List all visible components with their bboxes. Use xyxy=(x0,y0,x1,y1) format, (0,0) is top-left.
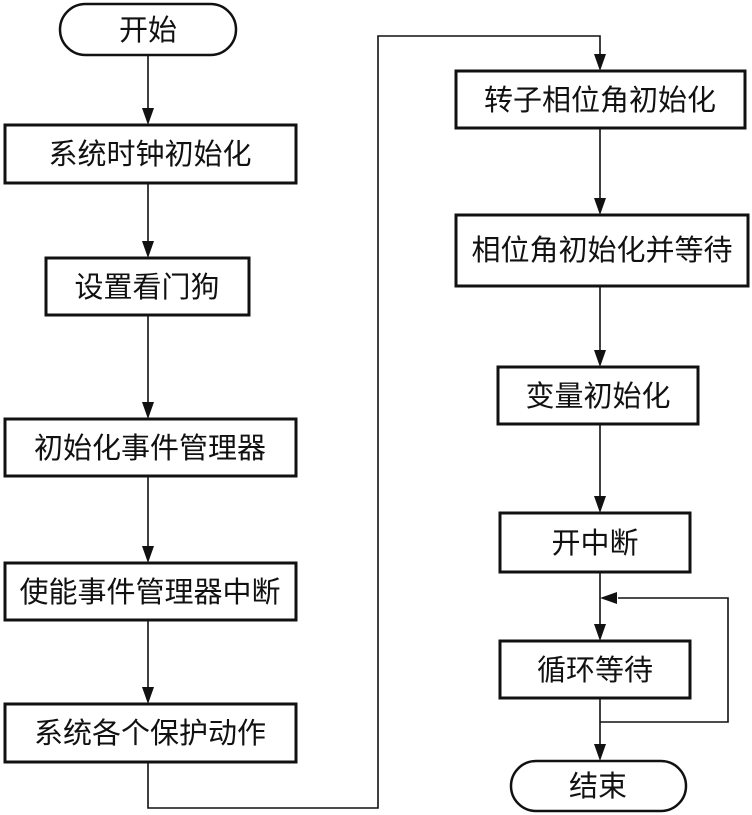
step-label: 系统时钟初始化 xyxy=(48,137,251,171)
step-enable-event-manager-interrupt: 使能事件管理器中断 xyxy=(3,561,298,622)
start-label: 开始 xyxy=(119,13,177,47)
arrowhead xyxy=(594,198,606,215)
arrowhead xyxy=(142,546,154,563)
step-system-clock-init: 系统时钟初始化 xyxy=(3,123,298,185)
step-label: 变量初始化 xyxy=(525,379,670,413)
arrowhead xyxy=(594,496,606,513)
step-system-protection: 系统各个保护动作 xyxy=(3,702,298,764)
arrowhead xyxy=(594,350,606,367)
step-label: 相位角初始化并等待 xyxy=(471,233,732,267)
step-label: 转子相位角初始化 xyxy=(484,83,716,117)
end-label: 结束 xyxy=(569,769,627,803)
arrowhead xyxy=(600,592,617,604)
arrowhead xyxy=(594,624,606,641)
step-open-interrupt: 开中断 xyxy=(498,511,692,574)
arrowhead xyxy=(594,54,606,71)
step-loop-wait: 循环等待 xyxy=(498,639,692,700)
step-phase-angle-init-wait: 相位角初始化并等待 xyxy=(454,213,750,288)
arrowhead xyxy=(142,687,154,704)
step-rotor-phase-angle-init: 转子相位角初始化 xyxy=(454,69,747,130)
arrowhead xyxy=(142,108,154,125)
step-label: 设置看门狗 xyxy=(74,270,219,304)
step-init-event-manager: 初始化事件管理器 xyxy=(3,417,298,478)
step-label: 使能事件管理器中断 xyxy=(19,575,280,609)
arrowhead xyxy=(142,402,154,419)
connectors xyxy=(142,35,729,809)
step-label: 系统各个保护动作 xyxy=(34,716,266,750)
step-set-watchdog: 设置看门狗 xyxy=(44,256,251,317)
step-label: 开中断 xyxy=(551,526,638,560)
arrowhead xyxy=(594,744,606,761)
start-terminal: 开始 xyxy=(58,2,238,57)
flow-line-loop-back xyxy=(600,597,729,723)
step-variable-init: 变量初始化 xyxy=(496,365,700,426)
step-label: 初始化事件管理器 xyxy=(34,431,266,465)
end-terminal: 结束 xyxy=(509,759,688,813)
step-label: 循环等待 xyxy=(537,653,653,687)
arrowhead xyxy=(142,241,154,258)
flow-line-crossover xyxy=(147,35,601,809)
